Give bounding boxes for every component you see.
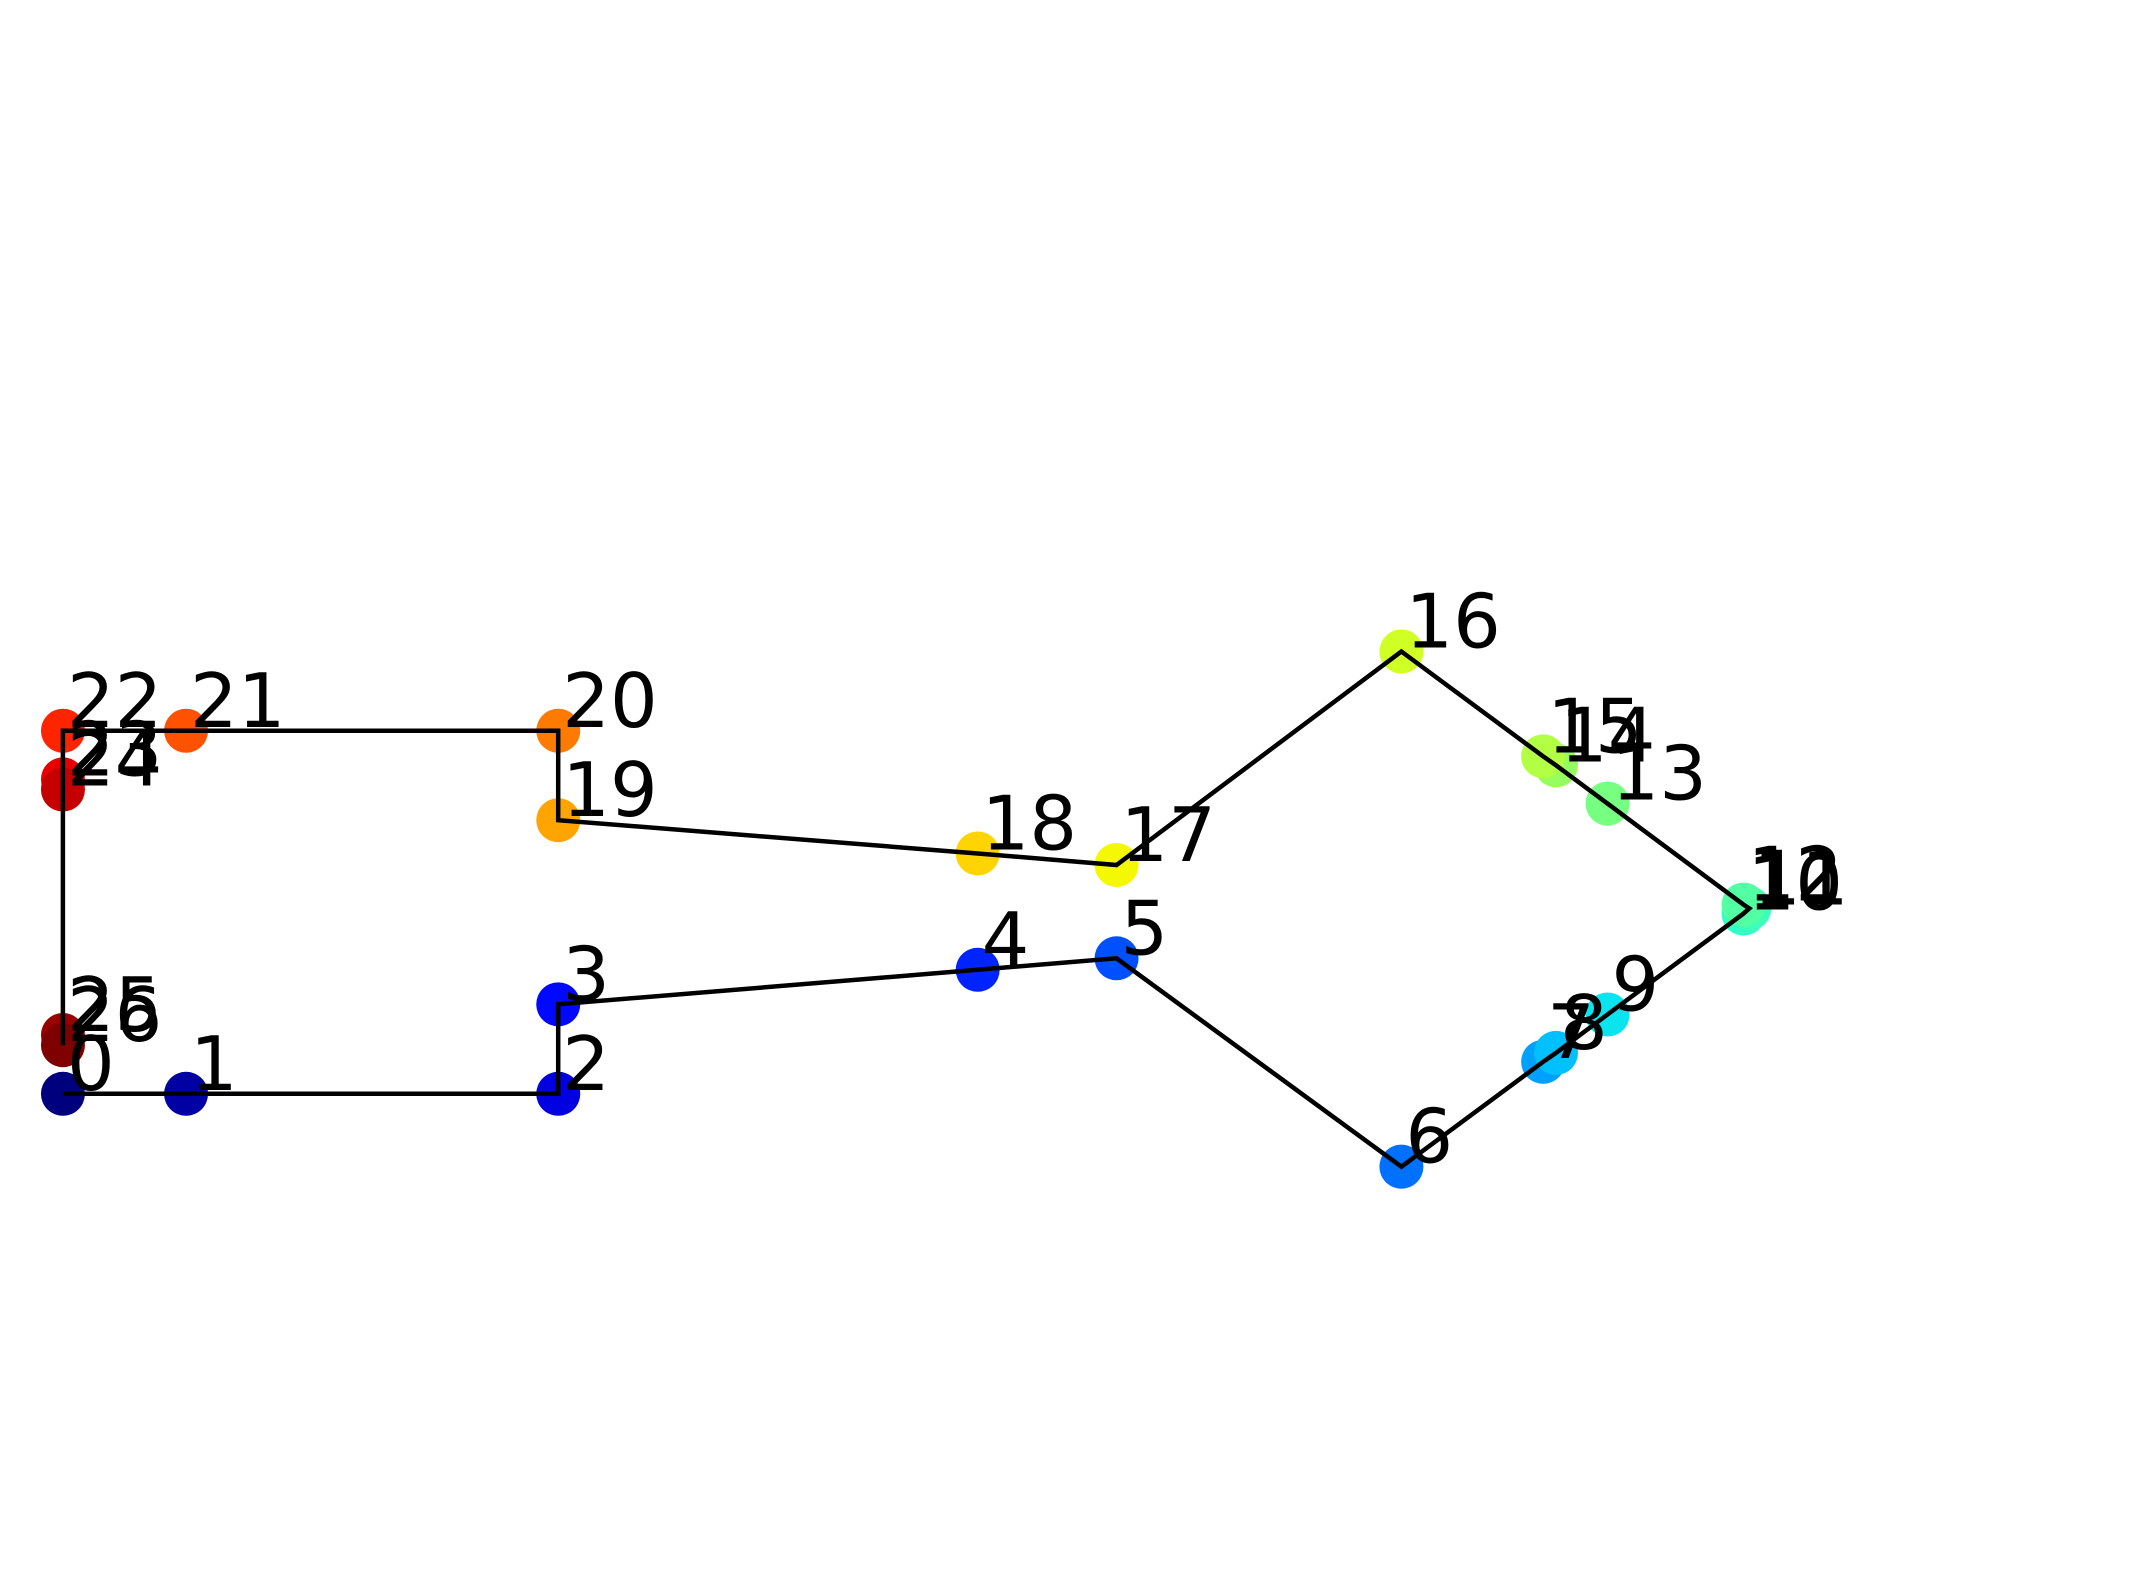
- point-marker-26: [40, 1023, 85, 1068]
- point-label-10: 10: [1748, 840, 1843, 928]
- point-label-26: 26: [67, 971, 162, 1059]
- point-label-14: 14: [1560, 691, 1655, 779]
- point-label-4: 4: [982, 896, 1030, 984]
- point-label-17: 17: [1121, 791, 1216, 879]
- point-label-13: 13: [1612, 730, 1707, 818]
- point-label-12: 12: [1748, 831, 1843, 919]
- point-markers: [40, 629, 1772, 1189]
- point-label-21: 21: [190, 657, 285, 745]
- point-label-25: 25: [67, 961, 162, 1049]
- point-label-11: 11: [1753, 834, 1848, 922]
- point-label-19: 19: [562, 746, 657, 834]
- point-label-2: 2: [562, 1020, 610, 1108]
- point-label-8: 8: [1560, 979, 1608, 1067]
- point-label-16: 16: [1405, 577, 1500, 665]
- point-label-9: 9: [1612, 941, 1660, 1029]
- connecting-line: [60, 648, 1753, 1170]
- point-label-5: 5: [1121, 884, 1169, 972]
- point-label-24: 24: [67, 716, 162, 804]
- point-label-15: 15: [1547, 682, 1642, 770]
- point-label-1: 1: [190, 1020, 238, 1108]
- point-label-0: 0: [67, 1020, 115, 1108]
- point-label-23: 23: [67, 705, 162, 793]
- point-label-22: 22: [67, 657, 162, 745]
- point-label-3: 3: [562, 930, 610, 1018]
- point-label-18: 18: [982, 779, 1077, 867]
- point-label-20: 20: [562, 657, 657, 745]
- point-label-6: 6: [1405, 1093, 1453, 1181]
- point-label-7: 7: [1547, 988, 1595, 1076]
